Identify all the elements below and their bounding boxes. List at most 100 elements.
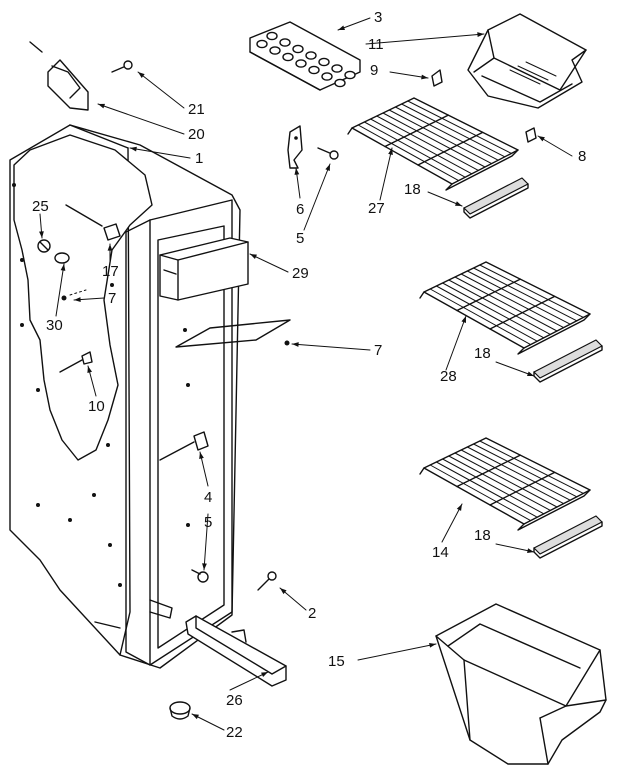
callout-18-lower: 18 xyxy=(474,527,491,544)
shelf-wire xyxy=(388,109,493,165)
leader-arrowhead xyxy=(527,371,534,376)
leader-line xyxy=(97,103,185,135)
part-3-ice-tray xyxy=(249,21,361,91)
callout-20: 20 xyxy=(188,126,205,143)
part-18-trim-upper xyxy=(463,177,529,219)
leader-arrowhead xyxy=(87,366,93,373)
part-15-bin xyxy=(435,603,607,765)
part-17-clip xyxy=(65,204,121,241)
callout-26: 26 xyxy=(226,692,243,709)
part-22-foot xyxy=(169,701,191,720)
leader-line xyxy=(379,147,393,201)
shelf-wire xyxy=(376,115,479,171)
shelf-wire xyxy=(407,100,512,154)
shelf-hook xyxy=(347,127,353,135)
ice-cube-cell xyxy=(266,31,278,41)
leader-arrowhead xyxy=(98,103,105,109)
shelf-wire xyxy=(448,455,551,511)
shelf-wire xyxy=(454,452,558,508)
ice-cube-cell xyxy=(282,52,294,62)
shelf-crossbar xyxy=(456,278,522,312)
leader-line xyxy=(445,315,467,371)
leader-line xyxy=(137,71,185,109)
shelf-wire xyxy=(454,276,558,332)
part-27-wire-shelf xyxy=(347,97,519,191)
leader-arrowhead xyxy=(60,264,66,271)
shelf-wire xyxy=(357,124,460,182)
shelf-wire xyxy=(466,270,571,325)
leader-line xyxy=(55,263,65,317)
callout-29: 29 xyxy=(292,265,309,282)
shelf-crossbar xyxy=(456,454,522,488)
shelf-hook xyxy=(419,291,425,299)
shelf-crossbar xyxy=(489,471,556,506)
part-7a-screw xyxy=(61,289,87,301)
callout-7-left: 7 xyxy=(108,290,116,307)
shelf-front-lip xyxy=(517,489,591,531)
ice-cube-cell xyxy=(331,64,343,73)
leader-arrowhead xyxy=(456,504,462,511)
leader-arrowhead xyxy=(39,231,44,238)
part-26-slide-rail xyxy=(185,615,287,687)
shelf-wire xyxy=(429,288,532,346)
callout-11: 11 xyxy=(368,36,384,53)
shelf-wire xyxy=(479,440,584,494)
leader-line xyxy=(129,147,191,159)
part-2-screw xyxy=(257,571,277,591)
part-28-wire-shelf xyxy=(419,261,591,355)
ice-cube-cell xyxy=(321,72,333,81)
ice-cube-cell xyxy=(318,57,330,67)
callout-6: 6 xyxy=(296,201,304,218)
leader-arrowhead xyxy=(192,714,199,720)
callout-18-upper: 18 xyxy=(404,181,421,198)
callout-28: 28 xyxy=(440,368,457,385)
ice-cube-cell xyxy=(279,38,291,47)
ice-cube-cell xyxy=(295,59,307,68)
part-8-clip xyxy=(525,127,537,143)
shelf-wire xyxy=(394,106,499,161)
leader-line xyxy=(495,361,535,377)
shelf-wire xyxy=(401,103,506,158)
part-21-screw xyxy=(111,60,133,73)
callout-18-middle: 18 xyxy=(474,345,491,362)
ice-cube-cell xyxy=(305,51,317,60)
shelf-crossbar xyxy=(489,295,556,330)
freezer-liner xyxy=(9,124,241,669)
shelf-wire xyxy=(473,443,578,498)
shelf-front-lip xyxy=(445,149,519,191)
leader-arrowhead xyxy=(292,342,299,347)
shelf-crossbar xyxy=(417,131,484,166)
callout-5-lower: 5 xyxy=(204,514,212,531)
part-18-trim-middle xyxy=(533,339,603,383)
shelf-wire xyxy=(442,282,545,339)
shelf-wire xyxy=(460,273,565,329)
shelf-wire xyxy=(435,461,538,518)
leader-arrowhead xyxy=(477,32,484,37)
cabinet-screw-holes xyxy=(12,183,190,587)
leader-arrowhead xyxy=(199,452,204,459)
part-18-trim-lower xyxy=(533,515,603,559)
shelf-wire xyxy=(479,264,584,318)
leader-arrowhead xyxy=(74,297,81,302)
callout-25: 25 xyxy=(32,198,49,215)
shelf-wire xyxy=(429,464,532,522)
part-11-bin xyxy=(467,13,587,109)
leader-arrowhead xyxy=(138,72,145,78)
part-20-bracket xyxy=(29,41,89,111)
shelf-wire xyxy=(460,449,565,505)
part-6-hinge-bracket xyxy=(287,125,303,169)
ice-cube-cell xyxy=(344,70,356,80)
ice-cube-cell xyxy=(256,39,268,49)
leader-arrowhead xyxy=(538,136,545,142)
leader-line xyxy=(303,163,331,231)
leader-line xyxy=(203,513,209,571)
part-14-wire-shelf xyxy=(419,437,591,531)
shelf-wire xyxy=(448,279,551,335)
callout-21: 21 xyxy=(188,101,205,118)
shelf-wire xyxy=(466,446,571,501)
leader-line xyxy=(249,253,289,273)
part-5b-screw xyxy=(191,569,209,583)
leader-arrowhead xyxy=(461,316,466,323)
part-4-bracket xyxy=(159,431,209,461)
leader-arrowhead xyxy=(202,563,207,570)
